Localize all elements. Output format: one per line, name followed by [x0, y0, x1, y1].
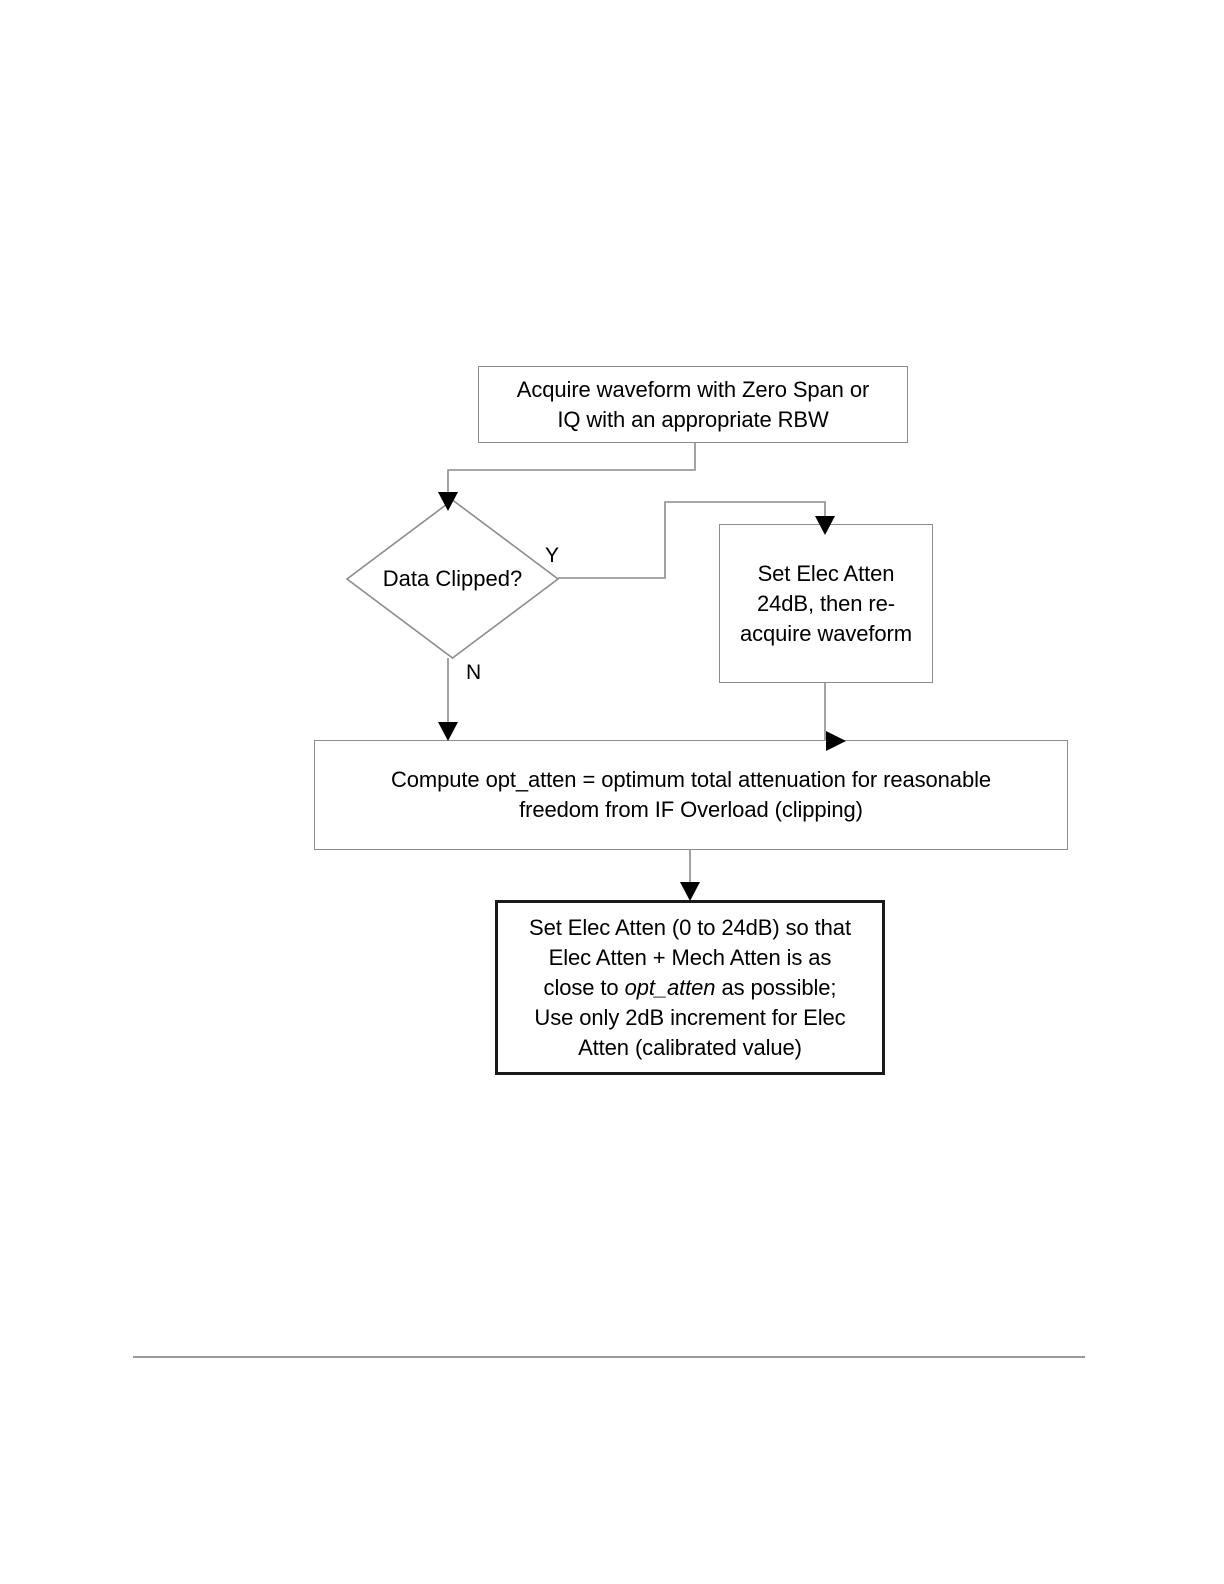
node-acquire-waveform: Acquire waveform with Zero Span or IQ wi… — [478, 366, 908, 443]
final-line-2: Elec Atten + Mech Atten is as — [548, 944, 832, 970]
final-line-4: Use only 2dB increment for Elec — [534, 1004, 846, 1030]
connector-acquire-to-decision — [447, 443, 696, 492]
final-line-1: Set Elec Atten (0 to 24dB) so that — [529, 914, 851, 940]
node-compute-opt-atten-label: Compute opt_atten = optimum total attenu… — [391, 767, 991, 822]
final-line-3-emphasis: opt_atten — [624, 974, 716, 1000]
footer-divider — [133, 1356, 1085, 1358]
node-data-clipped-decision: Data Clipped? — [345, 499, 560, 659]
decision-diamond-shape — [345, 499, 560, 659]
branch-label-yes: Y — [545, 544, 560, 567]
node-compute-opt-atten: Compute opt_atten = optimum total attenu… — [314, 740, 1068, 850]
node-set-elec-atten-24db-label: Set Elec Atten 24dB, then re- acquire wa… — [739, 560, 913, 646]
arrowhead-compute-top-left — [438, 722, 458, 741]
node-data-clipped-label: Data Clipped? — [382, 566, 523, 591]
node-set-elec-atten-24db: Set Elec Atten 24dB, then re- acquire wa… — [719, 524, 933, 683]
final-line-3-prefix: close to — [543, 974, 625, 1000]
arrowhead-final-top — [680, 882, 700, 901]
final-line-5: Atten (calibrated value) — [578, 1034, 802, 1060]
node-acquire-waveform-label: Acquire waveform with Zero Span or IQ wi… — [516, 376, 870, 432]
branch-label-no: N — [466, 661, 482, 684]
final-line-3-suffix: as possible; — [715, 974, 837, 1000]
